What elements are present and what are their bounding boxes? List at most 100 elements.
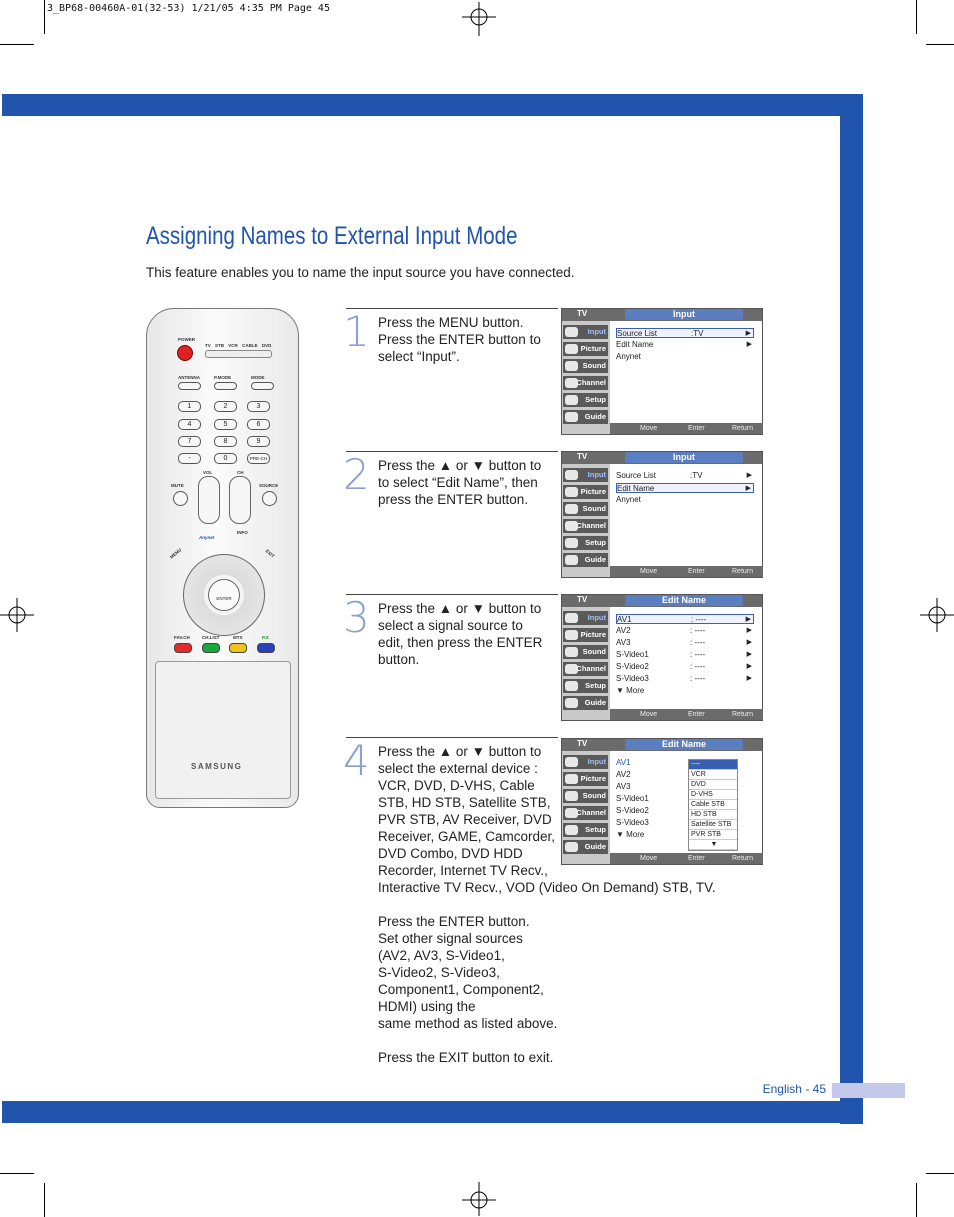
osd-menu-input: Input — [563, 325, 608, 339]
osd-arrow-icon: ▶ — [745, 616, 751, 623]
osd-enter-hint: Enter — [688, 855, 705, 862]
mts-label: MTS — [233, 635, 243, 640]
osd-menu-guide: Guide — [563, 410, 608, 424]
step-number: 1 — [343, 307, 370, 356]
osd-guide-icon — [565, 842, 578, 852]
ch-label: CH — [237, 470, 244, 475]
osd-menu-guide: Guide — [563, 840, 608, 854]
step-number: 4 — [343, 736, 370, 785]
osd-channel-icon — [565, 808, 578, 818]
osd-arrow-icon: ▶ — [746, 472, 752, 479]
step-divider — [346, 594, 558, 595]
dash-button: - — [178, 453, 201, 464]
registration-mark-left — [0, 598, 34, 632]
osd-menu-channel: Channel — [563, 519, 608, 533]
power-label: POWER — [178, 337, 196, 342]
osd-menu-setup: Setup — [563, 393, 608, 407]
osd-menu-input: Input — [563, 468, 608, 482]
digit-0-button: 0 — [214, 453, 237, 464]
remote-lower-panel: SAMSUNG — [155, 661, 291, 799]
osd-return-hint: Return — [732, 711, 754, 718]
yellow-button — [229, 643, 247, 653]
osd-sound-icon — [565, 647, 578, 657]
osd-picture-icon — [565, 344, 578, 354]
osd-dropdown-option: PVR STB — [689, 830, 737, 840]
digit-2-button: 2 — [214, 401, 237, 412]
mode-button — [251, 382, 274, 390]
digit-9-button: 9 — [247, 436, 270, 447]
osd-item: S-Video1 — [616, 794, 649, 803]
osd-item: ▼ More — [616, 686, 645, 695]
osd-dropdown-option: D-VHS — [689, 790, 737, 800]
osd-move-hint: Move — [640, 711, 658, 718]
osd-footer: Move Enter Return — [610, 709, 763, 720]
osd-item: AV1 — [616, 758, 631, 767]
osd-arrow-icon: ▶ — [746, 341, 752, 348]
osd-menu-picture: Picture — [563, 772, 608, 786]
osd-sound-icon — [565, 361, 578, 371]
osd-item: Edit Name▶ — [616, 340, 752, 349]
anynet-logo: Anynet — [199, 535, 215, 540]
osd-picture-icon — [565, 487, 578, 497]
osd-menu-picture: Picture — [563, 342, 608, 356]
osd-return-hint: Return — [732, 425, 754, 432]
osd-guide-icon — [565, 412, 578, 422]
osd-menu-channel: Channel — [563, 376, 608, 390]
source-button-icon — [262, 491, 277, 506]
osd-item: S-Video3 — [616, 818, 649, 827]
digit-4-button: 4 — [178, 419, 201, 430]
osd-menu-picture: Picture — [563, 485, 608, 499]
step-number: 3 — [343, 593, 370, 642]
osd-menu-sound: Sound — [563, 645, 608, 659]
osd-menu-guide: Guide — [563, 553, 608, 567]
osd-menu-picture: Picture — [563, 628, 608, 642]
page-title: Assigning Names to External Input Mode — [146, 222, 518, 250]
osd-channel-icon — [565, 521, 578, 531]
osd-item: AV3: ----▶ — [616, 638, 752, 647]
source-label: SOURCE — [259, 483, 279, 488]
osd-input-icon — [565, 613, 578, 623]
mute-label: MUTE — [171, 483, 184, 488]
step-text: Press the MENU button. Press the ENTER b… — [378, 315, 541, 364]
exit-label: EXIT — [264, 548, 276, 559]
osd-title: Input — [625, 309, 743, 320]
favch-label: FAV.CH — [174, 635, 190, 640]
digit-6-button: 6 — [247, 419, 270, 430]
remote-control-illustration: POWER TV STB VCR CABLE DVD ANTENNA P.MOD… — [146, 308, 299, 808]
osd-enter-hint: Enter — [688, 711, 705, 718]
osd-enter-hint: Enter — [688, 425, 705, 432]
red-button — [174, 643, 192, 653]
osd-item: Source List:TV▶ — [616, 471, 752, 480]
step-text: Press the ▲ or ▼ button to to select “Ed… — [378, 458, 542, 507]
step-divider — [346, 451, 558, 452]
digit-8-button: 8 — [214, 436, 237, 447]
osd-move-hint: Move — [640, 425, 658, 432]
digit-3-button: 3 — [247, 401, 270, 412]
osd-menu-sound: Sound — [563, 359, 608, 373]
osd-dropdown-option: HD STB — [689, 810, 737, 820]
osd-item: S-Video2 — [616, 806, 649, 815]
osd-menu-sound: Sound — [563, 502, 608, 516]
osd-arrow-icon: ▶ — [746, 663, 752, 670]
mode-label: MODE — [251, 375, 265, 380]
osd-menu-sound: Sound — [563, 789, 608, 803]
osd-menu-setup: Setup — [563, 823, 608, 837]
osd-arrow-icon: ▶ — [745, 485, 751, 492]
osd-guide-icon — [565, 698, 578, 708]
samsung-logo: SAMSUNG — [191, 762, 243, 771]
osd-item: AV2 — [616, 770, 631, 779]
osd-dropdown-option: ---- — [689, 760, 737, 770]
osd-item: AV1: ----▶ — [616, 614, 754, 624]
channel-rocker — [229, 476, 251, 524]
ps-label: P.S — [262, 635, 269, 640]
osd-tv-label: TV — [577, 309, 588, 318]
osd-item: Anynet — [616, 352, 641, 361]
mute-button-icon — [173, 491, 188, 506]
osd-tv-label: TV — [577, 739, 588, 748]
side-band — [840, 94, 863, 1124]
osd-tv-label: TV — [577, 452, 588, 461]
osd-menu-input: Input — [563, 755, 608, 769]
